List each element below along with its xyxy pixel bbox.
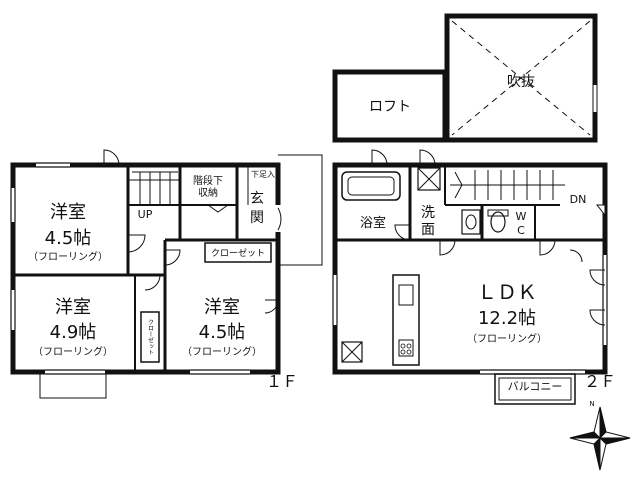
ldk-size: 12.2帖 (478, 308, 536, 329)
room-c-size: 4.5帖 (199, 322, 246, 343)
balcony-outline (494, 373, 576, 405)
void-outline (444, 13, 598, 143)
fridge-space (341, 341, 363, 363)
room-b-floor: （フローリング） (33, 345, 113, 358)
floor1-plan (10, 149, 323, 399)
bathtub (341, 171, 401, 201)
floor1-label: １Ｆ (266, 372, 298, 391)
stair-storage-line1: 階段下 (193, 174, 223, 187)
room-a-name: 洋室 (50, 202, 86, 223)
floor2-dn-label: DN (570, 193, 587, 206)
room-a-floor: （フローリング） (28, 250, 108, 263)
shoe-storage-label: 下足入 (251, 170, 275, 179)
floor1-deck (39, 373, 107, 399)
ldk-name: ＬＤＫ (477, 280, 537, 304)
toilet (490, 211, 506, 233)
compass-north-label: N (589, 400, 594, 408)
void-label: 吹抜 (507, 74, 535, 90)
loft-label: ロフト (369, 99, 411, 115)
balcony-label: バルコニー (508, 380, 563, 393)
hall-closet-label: クローゼット (211, 247, 265, 259)
floor1-stairs (128, 171, 180, 205)
floor2-label: ２Ｆ (584, 372, 616, 391)
floor2-stairs (450, 170, 565, 200)
bath-label: 浴室 (360, 215, 386, 231)
stair-storage-line2: 収納 (198, 186, 218, 199)
compass-icon (569, 406, 631, 471)
kitchen-counter (392, 274, 420, 366)
floor1-outer-wall (10, 162, 281, 375)
wc-line2: C (517, 224, 525, 237)
hall-closet (204, 242, 272, 263)
room-c-floor: （フローリング） (182, 345, 262, 358)
room-b-size: 4.9帖 (50, 322, 97, 343)
ldk-floor: （フローリング） (467, 332, 547, 345)
washroom-line1: 洗 (421, 205, 435, 221)
washer-space (417, 167, 441, 191)
wash-basin (461, 209, 481, 235)
room-c-name: 洋室 (204, 297, 240, 318)
wc-line1: W (516, 210, 527, 223)
room-b-name: 洋室 (55, 297, 91, 318)
room-b-closet-label: クローゼット (147, 319, 154, 355)
entrance-line1: 玄 (250, 190, 264, 207)
porch-outline (278, 154, 323, 266)
floor2-plan (332, 13, 608, 405)
entrance-line2: 関 (250, 210, 264, 226)
floor1-up-label: UP (138, 208, 153, 221)
washroom-line2: 面 (421, 222, 435, 238)
room-b-closet (140, 311, 160, 363)
room-a-size: 4.5帖 (45, 228, 92, 249)
